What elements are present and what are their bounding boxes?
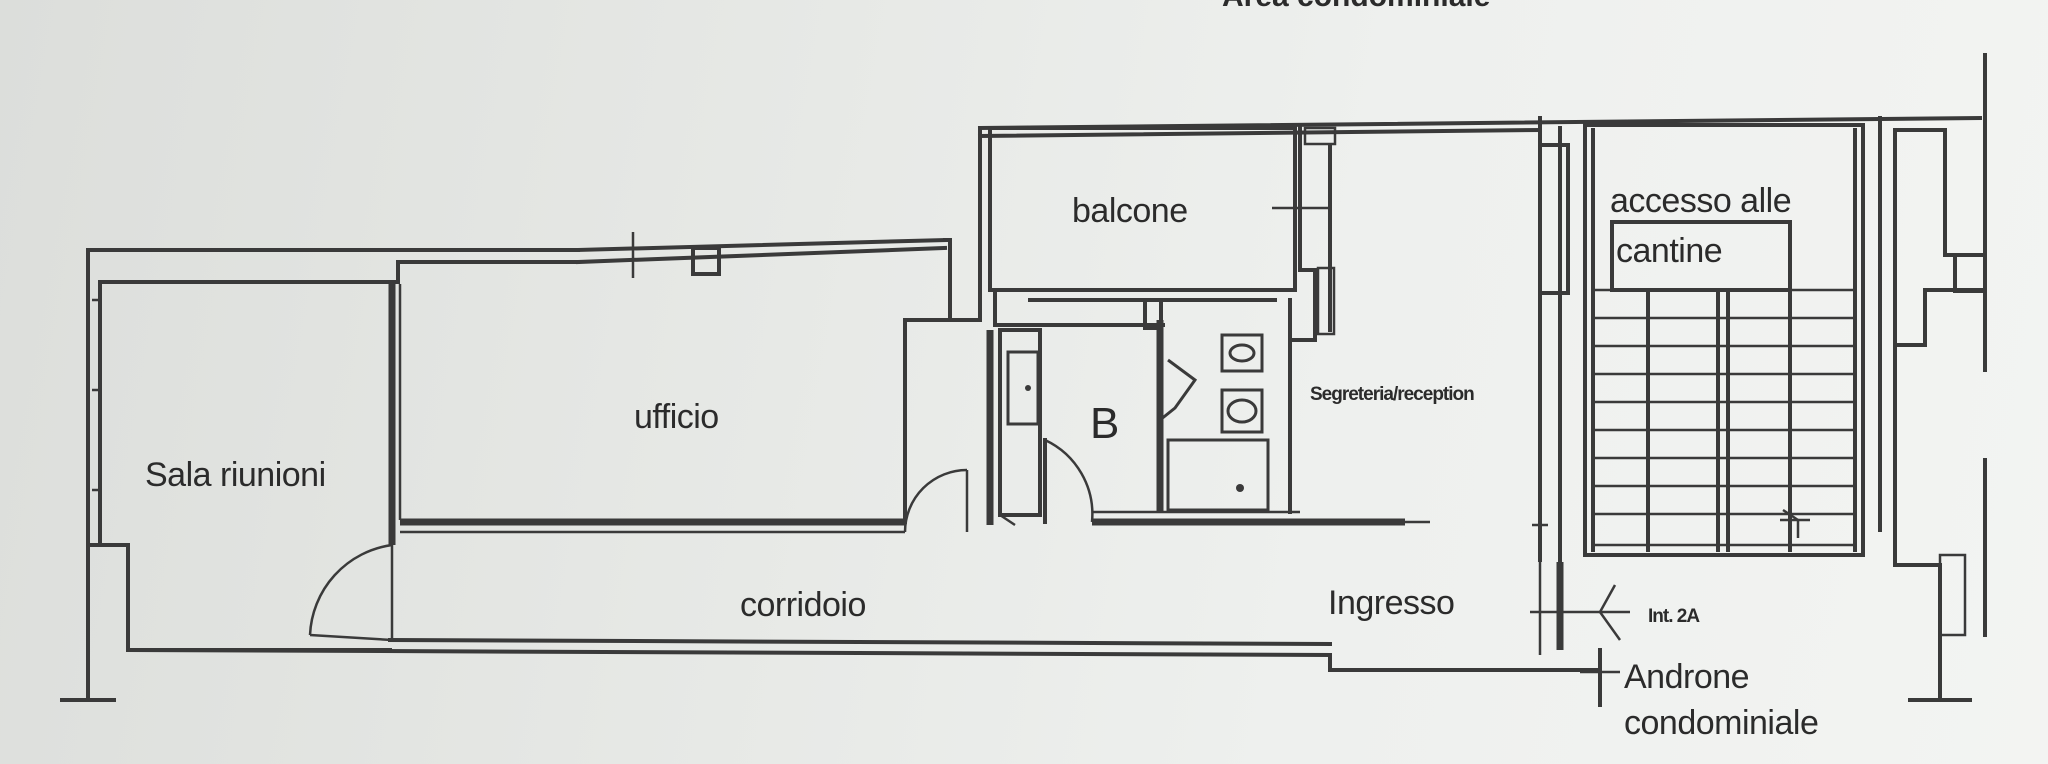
- label-interno: Int. 2A: [1648, 606, 1700, 627]
- label-sala-riunioni: Sala riunioni: [145, 456, 326, 494]
- label-ingresso: Ingresso: [1328, 584, 1454, 622]
- label-segreteria: Segreteria/reception: [1310, 384, 1474, 405]
- label-bagno: B: [1090, 399, 1119, 448]
- top-cut-label: Area condominiale: [1222, 0, 1490, 13]
- label-androne-1: Androne: [1624, 658, 1749, 696]
- interior-walls: [308, 53, 1987, 707]
- label-androne-2: condominiale: [1624, 704, 1818, 742]
- label-accesso-1: accesso alle: [1610, 182, 1791, 220]
- label-ufficio: ufficio: [634, 398, 719, 436]
- label-corridoio: corridoio: [740, 586, 866, 624]
- room-labels: Sala riunioni ufficio balcone B Segreter…: [145, 182, 1819, 742]
- label-accesso-2: cantine: [1616, 232, 1722, 270]
- label-balcone: balcone: [1072, 192, 1188, 230]
- outer-walls: [60, 232, 1602, 702]
- stair-treads: [1593, 288, 1855, 552]
